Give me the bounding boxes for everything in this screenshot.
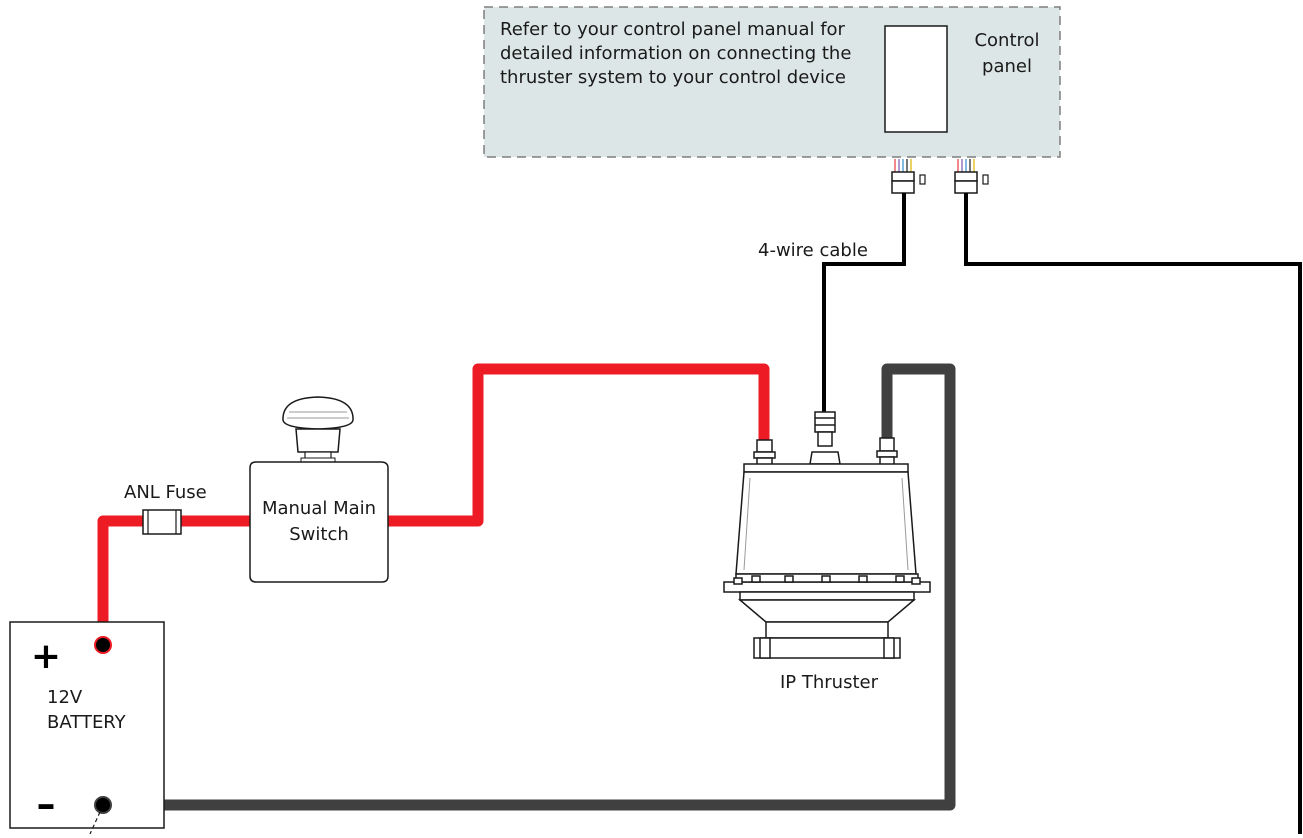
thruster-label: IP Thruster <box>780 672 879 693</box>
battery-plus-sign: + <box>31 636 61 677</box>
battery-label-1: 12V <box>47 687 83 708</box>
control-panel-device <box>884 25 948 133</box>
control-panel-label-1: Control <box>974 30 1039 51</box>
battery-body <box>9 621 165 829</box>
anl-fuse <box>142 509 182 535</box>
control-connector-right <box>954 159 989 194</box>
positive-wire <box>97 515 252 643</box>
battery-positive-terminal <box>94 636 112 654</box>
main-switch <box>249 396 389 583</box>
battery-negative-terminal <box>94 796 112 814</box>
positive-wire-switch-to-thruster <box>386 363 770 527</box>
battery-minus-sign: – <box>37 782 56 826</box>
fuse-label: ANL Fuse <box>124 482 207 503</box>
control-connector-left <box>891 159 926 194</box>
switch-label-1: Manual Main <box>262 498 376 519</box>
negative-wire <box>103 363 956 811</box>
return-cable <box>964 193 1302 834</box>
switch-label-2: Switch <box>289 524 349 545</box>
ip-thruster <box>723 411 931 659</box>
note-box <box>483 6 1061 158</box>
cable-label: 4-wire cable <box>758 240 868 261</box>
four-wire-cable <box>822 193 906 412</box>
control-panel-label-2: panel <box>982 56 1032 77</box>
note-line-3: thruster system to your control device <box>500 67 846 88</box>
note-line-2: detailed information on connecting the <box>500 43 851 64</box>
battery-label-2: BATTERY <box>47 712 127 733</box>
note-line-1: Refer to your control panel manual for <box>500 19 846 40</box>
